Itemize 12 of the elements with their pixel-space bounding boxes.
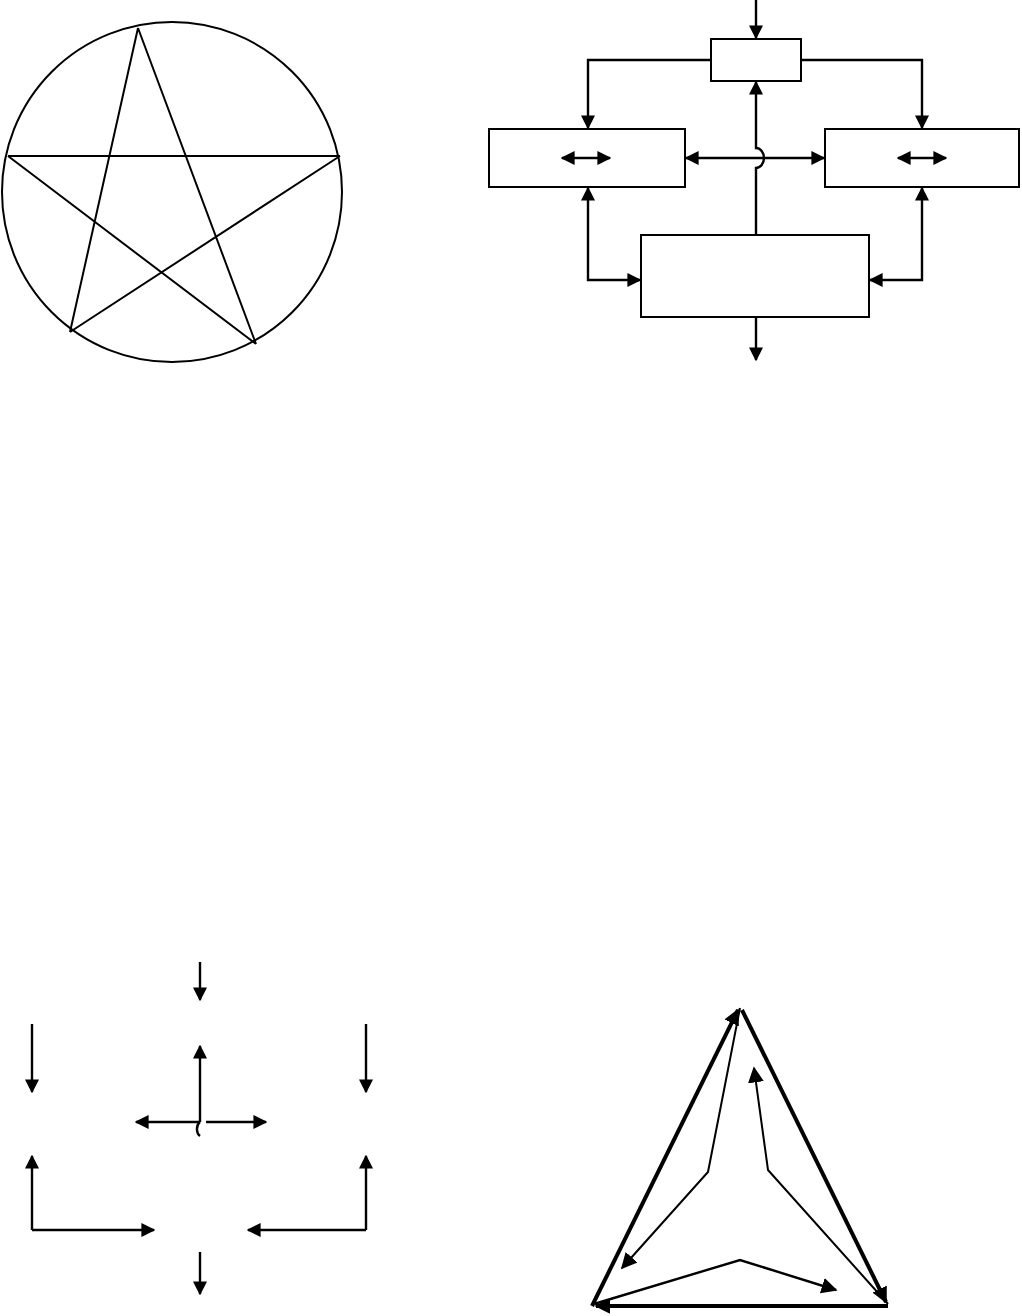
arrow: [749, 80, 766, 234]
arrow: [749, 0, 763, 40]
block-box: [640, 234, 870, 318]
arrow: [684, 151, 826, 165]
arrow: [749, 318, 763, 362]
block-box: [824, 128, 1020, 188]
arrow: [581, 186, 642, 287]
block-box: [710, 38, 802, 82]
block-box: [488, 128, 686, 188]
arrow: [581, 58, 710, 130]
arrow: [802, 58, 929, 130]
arrow: [868, 186, 929, 287]
